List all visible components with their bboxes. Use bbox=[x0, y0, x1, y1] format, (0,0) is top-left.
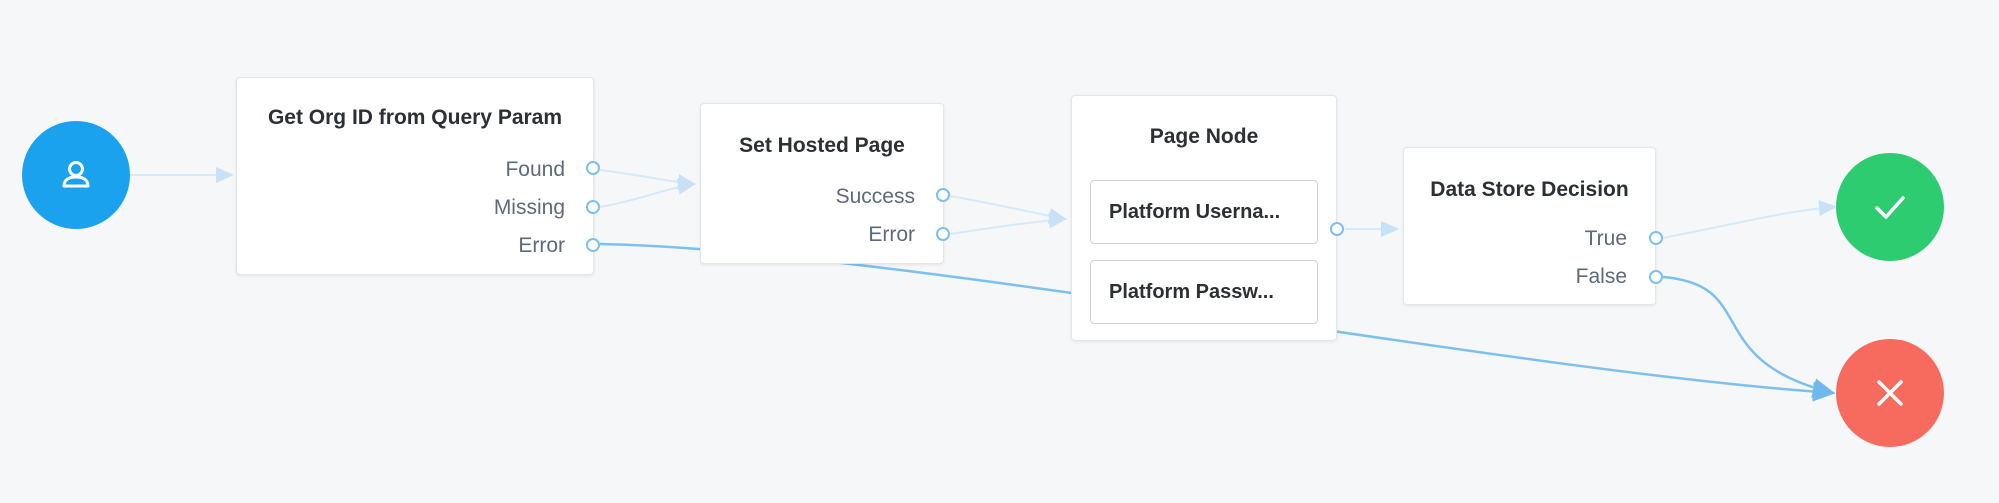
port-false[interactable] bbox=[1649, 270, 1663, 284]
callback-platform-username[interactable]: Platform Userna... bbox=[1090, 180, 1318, 244]
node-page-node[interactable]: Page Node Platform Userna... Platform Pa… bbox=[1071, 95, 1337, 341]
outcome-label-found: Found bbox=[505, 158, 565, 181]
node-title: Get Org ID from Query Param bbox=[267, 106, 563, 129]
port-page-node-out[interactable] bbox=[1330, 222, 1344, 236]
start-node[interactable] bbox=[22, 121, 130, 229]
node-title: Page Node bbox=[1149, 125, 1259, 148]
outcome-label-missing: Missing bbox=[493, 196, 565, 219]
link-success-to-page-node bbox=[949, 195, 1067, 224]
node-set-hosted-page[interactable]: Set Hosted Page Success Error bbox=[700, 103, 944, 264]
check-icon bbox=[1875, 196, 1905, 219]
node-get-org-id[interactable]: Get Org ID from Query Param Found Missin… bbox=[236, 77, 594, 275]
outcome-label-error: Error bbox=[518, 234, 565, 257]
port-success[interactable] bbox=[936, 188, 950, 202]
outcome-label-true: True bbox=[1584, 227, 1627, 250]
node-title: Set Hosted Page bbox=[739, 134, 905, 157]
node-title: Data Store Decision bbox=[1430, 178, 1629, 201]
outcome-label-success: Success bbox=[835, 185, 915, 208]
success-node[interactable] bbox=[1836, 153, 1944, 261]
failure-node[interactable] bbox=[1836, 339, 1944, 447]
port-hosted-error[interactable] bbox=[936, 227, 950, 241]
link-found-to-hosted-page bbox=[599, 169, 696, 191]
port-missing[interactable] bbox=[586, 200, 600, 214]
node-data-store-decision[interactable]: Data Store Decision True False bbox=[1403, 147, 1656, 305]
port-found[interactable] bbox=[586, 161, 600, 175]
link-false-to-failure bbox=[1662, 275, 1836, 398]
port-true[interactable] bbox=[1649, 231, 1663, 245]
callback-platform-password[interactable]: Platform Passw... bbox=[1090, 260, 1318, 324]
link-true-to-success bbox=[1662, 200, 1837, 239]
outcome-label-error: Error bbox=[868, 223, 915, 246]
link-hosted-error-to-page-node bbox=[949, 212, 1067, 235]
link-missing-to-hosted-page bbox=[599, 178, 696, 208]
close-icon bbox=[1877, 380, 1903, 406]
user-icon bbox=[62, 161, 90, 188]
port-error[interactable] bbox=[586, 238, 600, 252]
outcome-label-false: False bbox=[1575, 265, 1627, 288]
